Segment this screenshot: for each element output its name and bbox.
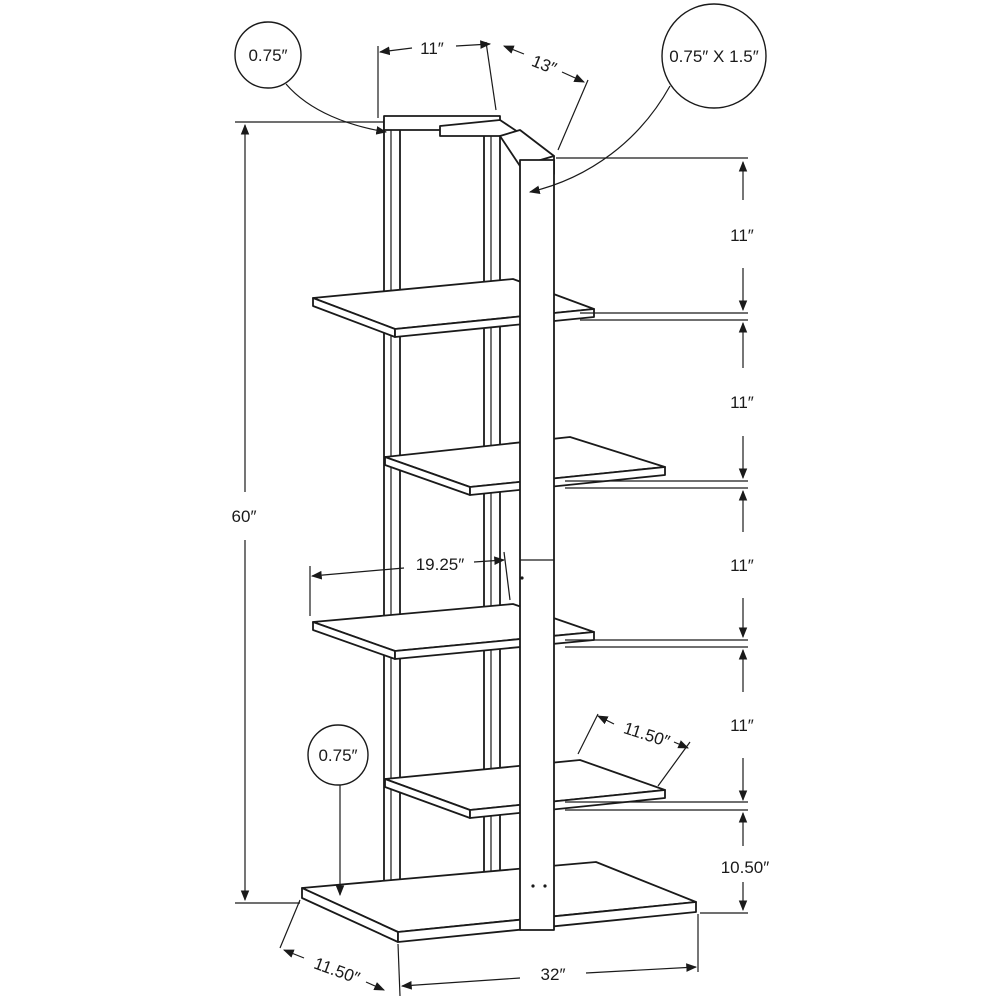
front-post (499, 129, 555, 931)
dimension-lines (235, 40, 748, 997)
front-post-cap (499, 129, 555, 167)
callout-bottom-left-label: 0.75″ (318, 746, 357, 765)
gap-3-label: 11″ (730, 556, 754, 575)
top-depth-label: 13″ (529, 51, 559, 78)
gap-2-label: 11″ (730, 393, 754, 412)
shelf-4-front-edge (469, 789, 666, 819)
base-width-label: 32″ (541, 965, 566, 984)
top-width-label: 11″ (420, 39, 444, 58)
callout-top-right-label: 0.75″ X 1.5″ (669, 47, 759, 66)
base-platform (301, 861, 697, 943)
shelf-width-label: 19.25″ (416, 555, 465, 574)
callout-bubble (234, 21, 302, 89)
callout-bubble (307, 724, 369, 786)
front-post-face (519, 159, 555, 931)
callout-bubble (661, 3, 767, 109)
gap-4-label: 11″ (730, 716, 754, 735)
total-height-label: 60″ (232, 507, 257, 526)
small-shelf-depth-label: 11.50″ (621, 718, 672, 751)
base-depth-label: 11.50″ (311, 954, 362, 988)
bookshelf (301, 115, 697, 943)
callout-bottom-left (307, 724, 369, 897)
callout-top-right (528, 3, 767, 194)
callout-top-left (234, 21, 388, 135)
gap-bottom-label: 10.50″ (721, 858, 770, 877)
callout-top-left-label: 0.75″ (248, 46, 287, 65)
gap-1-label: 11″ (730, 226, 754, 245)
